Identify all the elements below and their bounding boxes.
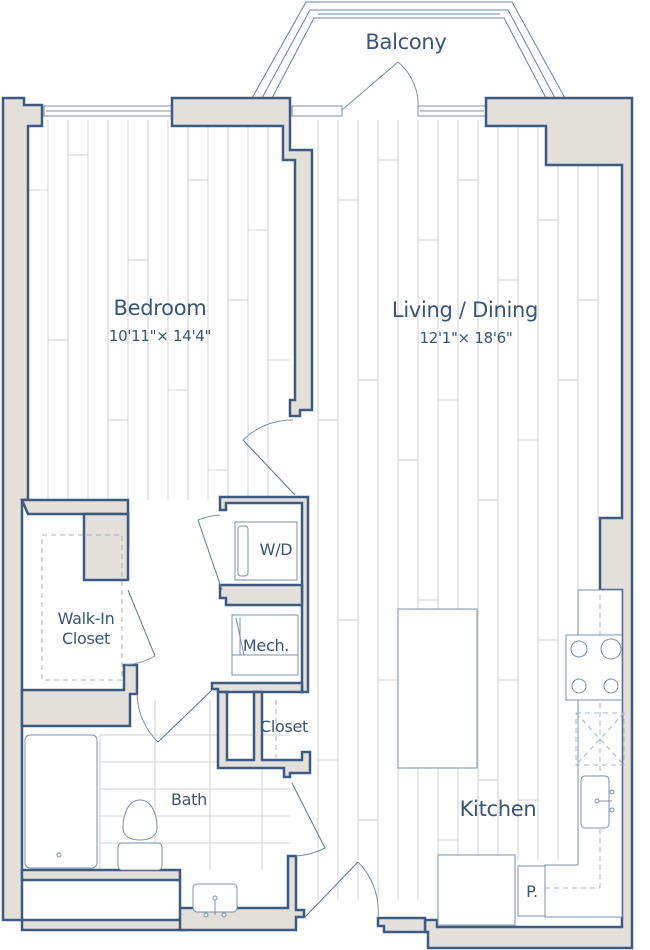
bathtub xyxy=(24,734,98,869)
closet-door[interactable] xyxy=(291,782,326,857)
cooktop xyxy=(565,634,623,701)
bath-door[interactable] xyxy=(136,689,213,743)
living-dining-dimensions: 12'1"× 18'6" xyxy=(419,329,513,347)
living-floor-planks xyxy=(317,120,599,900)
living-dining-label: Living / Dining xyxy=(391,298,539,322)
balcony-label: Balcony xyxy=(365,30,447,54)
closet-label: Closet xyxy=(259,717,309,736)
pantry-label: P. xyxy=(526,882,538,901)
pantry xyxy=(517,865,546,917)
kitchen-island xyxy=(397,608,478,769)
bedroom-label: Bedroom xyxy=(113,296,207,320)
mechanical-unit xyxy=(231,614,299,676)
walk-in-closet-label-line1: Walk-In xyxy=(57,609,115,628)
walls xyxy=(1,96,634,950)
kitchen-label: Kitchen xyxy=(459,797,537,821)
bath-sink xyxy=(192,883,238,918)
bedroom-door[interactable] xyxy=(242,419,296,496)
washer-dryer-appliance xyxy=(234,521,298,581)
refrigerator xyxy=(437,854,516,926)
wd-closet-door[interactable] xyxy=(197,514,223,591)
kitchen-sink xyxy=(580,775,615,829)
bath-label: Bath xyxy=(171,790,207,809)
closet-shelving xyxy=(41,534,123,681)
bedroom-dimensions: 10'11"× 14'4" xyxy=(108,327,212,345)
mech-label: Mech. xyxy=(242,636,290,655)
balcony-door[interactable] xyxy=(341,61,419,111)
walk-in-closet-label-line2: Closet xyxy=(61,629,111,648)
entry-door[interactable] xyxy=(303,861,379,919)
balcony-railing xyxy=(251,1,566,99)
dishwasher xyxy=(575,712,625,766)
wd-label: W/D xyxy=(259,540,293,559)
toilet xyxy=(117,799,163,871)
walk-in-closet-door[interactable] xyxy=(124,589,156,666)
bedroom-floor-planks xyxy=(28,120,290,500)
